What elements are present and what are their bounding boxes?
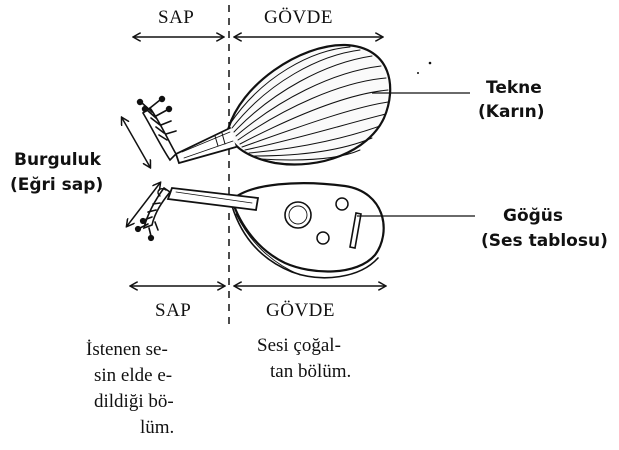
- govde-label-top: GÖVDE: [264, 7, 333, 29]
- gogus-sublabel: (Ses tablosu): [481, 231, 608, 251]
- oud-soundboard: [232, 183, 384, 271]
- sap-description-line: dildiği bö-: [86, 389, 174, 415]
- sap-label-bottom: SAP: [155, 300, 191, 322]
- burguluk-sublabel: (Eğri sap): [10, 175, 103, 195]
- gogus-label: Göğüs: [503, 206, 563, 226]
- burguluk-label: Burguluk: [14, 150, 101, 170]
- tekne-sublabel: (Karın): [478, 102, 545, 122]
- sap-description-line: lüm.: [86, 415, 174, 441]
- govde-description: Sesi çoğal- tan bölüm.: [257, 333, 351, 385]
- tekne-label: Tekne: [486, 78, 542, 98]
- sap-label-top: SAP: [158, 7, 194, 29]
- sap-description-line: İstenen se-: [86, 337, 174, 363]
- pegbox-back: [143, 108, 176, 160]
- govde-description-line: Sesi çoğal-: [257, 333, 351, 359]
- sap-description-line: sin elde e-: [86, 363, 174, 389]
- govde-description-line: tan bölüm.: [257, 359, 351, 385]
- sap-description: İstenen se- sin elde e- dildiği bö- lüm.: [86, 337, 174, 441]
- pegbox-upper-arrow: [122, 118, 150, 167]
- pegbox-front: [144, 188, 170, 228]
- oud-front-view: [136, 183, 384, 278]
- govde-label-bottom: GÖVDE: [266, 300, 335, 322]
- oud-back-view: [138, 45, 391, 165]
